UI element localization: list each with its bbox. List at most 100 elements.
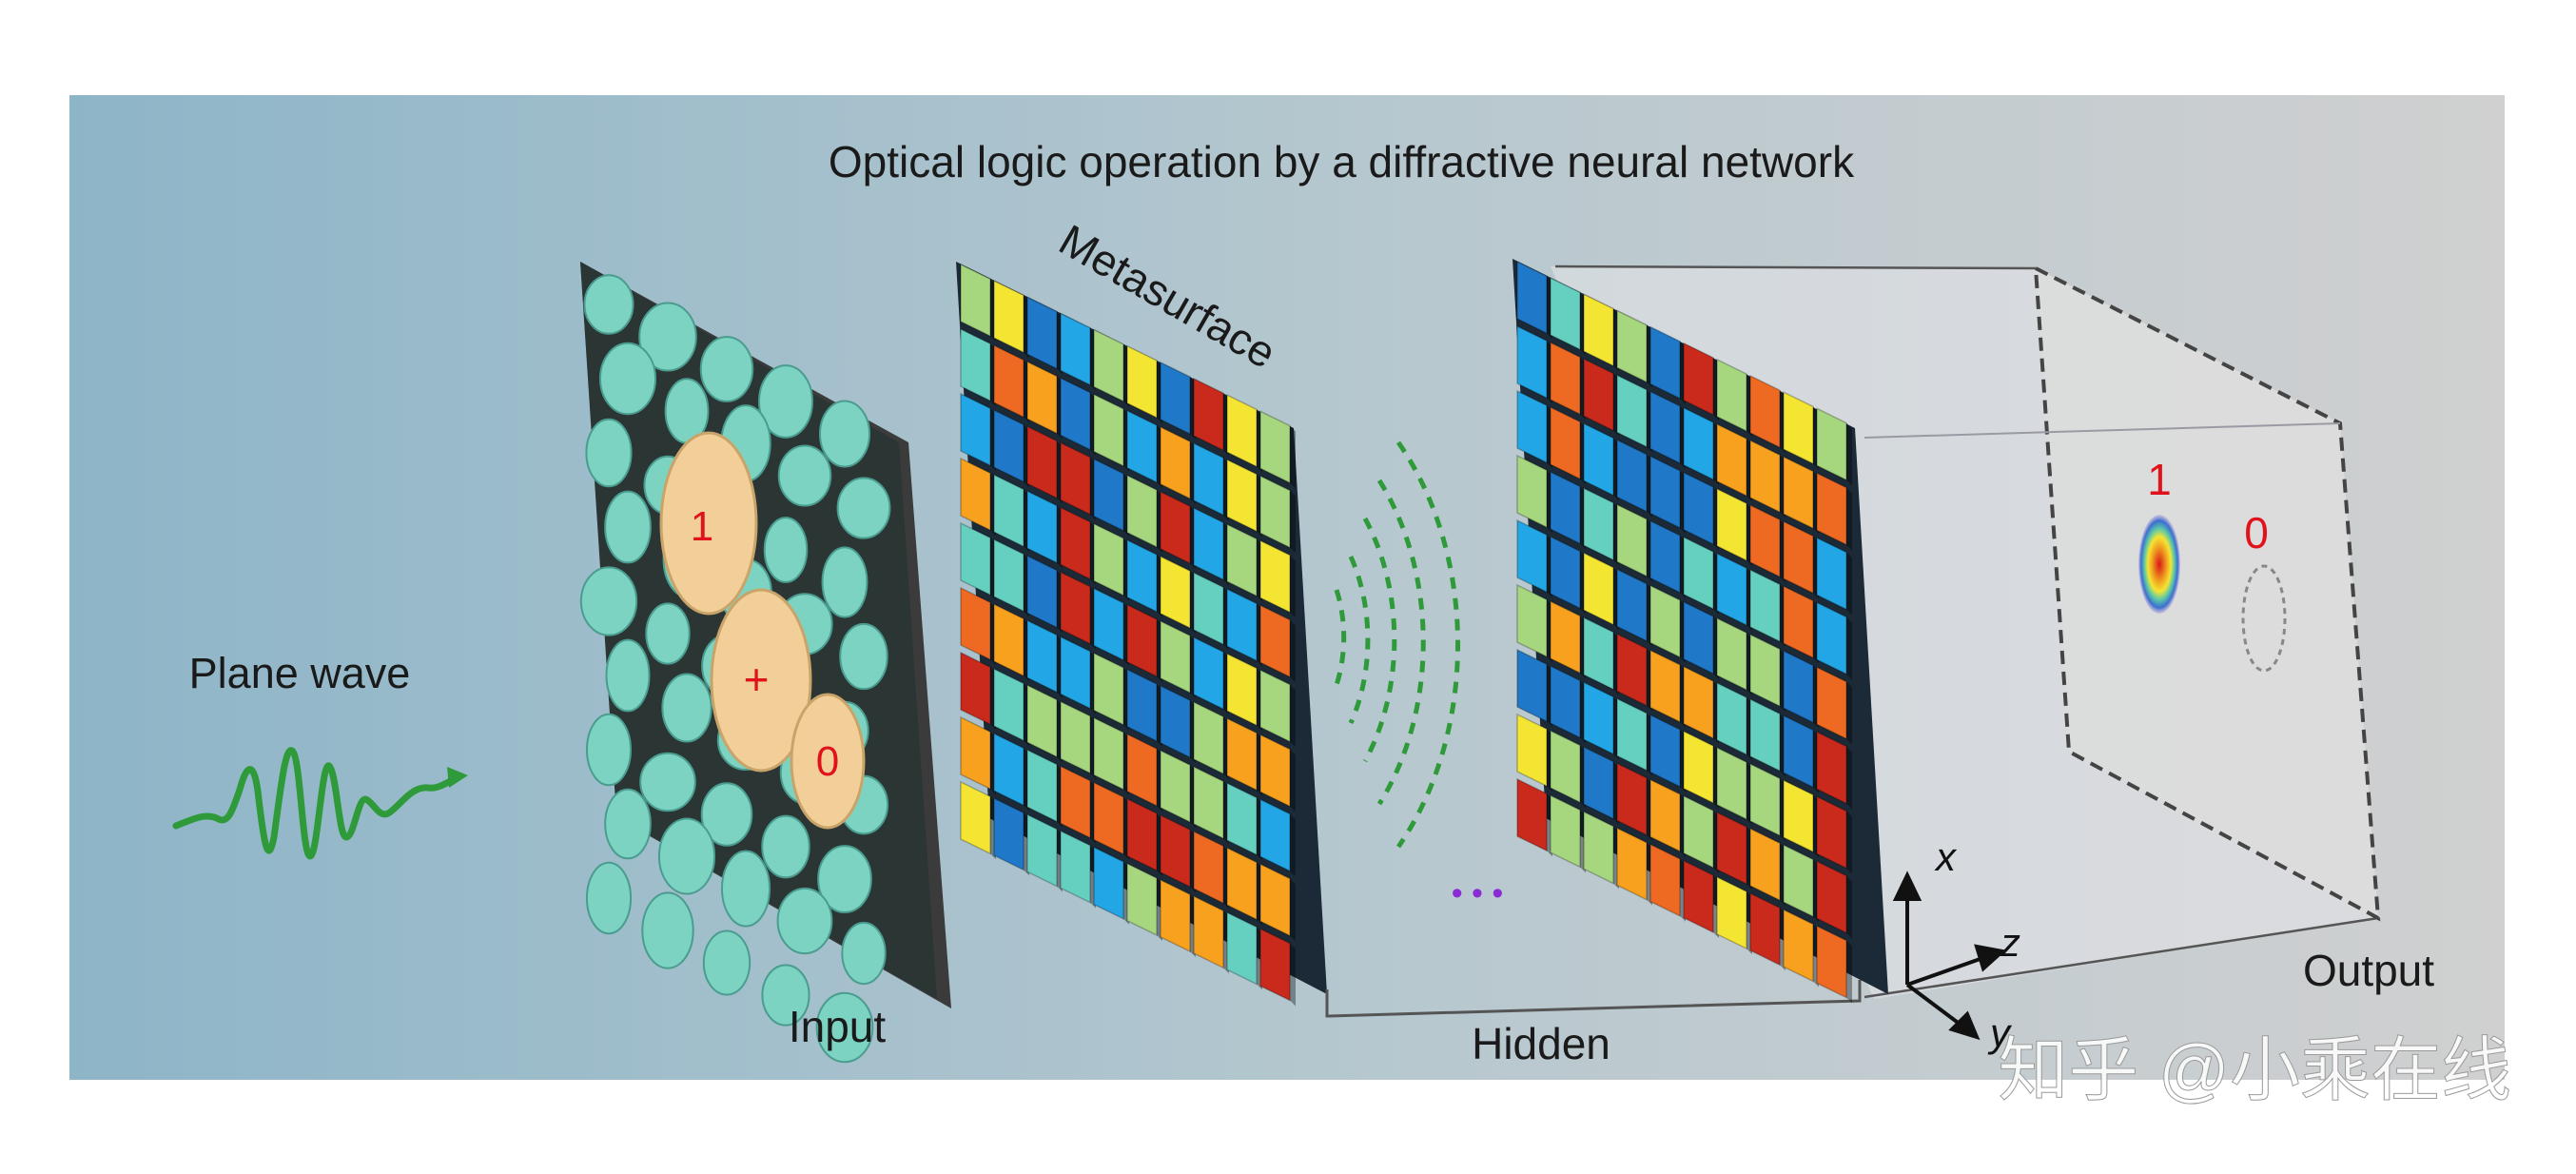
- metasurface-tile: [960, 392, 991, 467]
- metasurface-tile: [1226, 716, 1258, 792]
- input-cell: [839, 622, 888, 691]
- metasurface-tile: [993, 279, 1025, 354]
- metasurface-tile: [1616, 309, 1648, 383]
- metasurface-tile: [1583, 616, 1614, 691]
- input-cell: [836, 477, 891, 539]
- metasurface-tile: [1193, 441, 1224, 517]
- output-spot-0: [2241, 564, 2287, 673]
- plane-wave-label: Plane wave: [189, 649, 411, 697]
- metasurface-tile: [1060, 765, 1091, 839]
- metasurface-tile: [1783, 649, 1814, 724]
- output-label-0: 0: [2244, 508, 2269, 558]
- input-cell: [841, 921, 887, 986]
- metasurface-tile: [1550, 793, 1581, 869]
- input-cell: [720, 850, 771, 928]
- metasurface-tile: [960, 457, 991, 532]
- metasurface-tile-shadow: [1846, 552, 1852, 616]
- metasurface-tile: [1550, 341, 1581, 416]
- metasurface-tile: [1649, 714, 1681, 788]
- metasurface-tile: [1616, 762, 1648, 836]
- input-cell: [776, 887, 833, 955]
- metasurface-tile: [1616, 697, 1648, 772]
- metasurface-tile: [1716, 681, 1747, 756]
- metasurface-tile: [1783, 519, 1814, 595]
- metasurface-tile: [1550, 276, 1581, 351]
- metasurface-tile: [1816, 472, 1847, 546]
- metasurface-tile: [1093, 522, 1124, 597]
- metasurface-tile: [1026, 619, 1058, 694]
- metasurface-tile: [1093, 393, 1124, 467]
- diffraction-waves: [1334, 440, 1461, 849]
- metasurface-tile: [993, 667, 1025, 742]
- metasurface-tile: [1783, 714, 1814, 789]
- input-cell: [638, 302, 697, 372]
- metasurface-tile: [993, 408, 1025, 483]
- metasurface-tile: [1816, 601, 1847, 675]
- metasurface-tile: [1616, 374, 1648, 448]
- metasurface-tile: [1259, 798, 1291, 872]
- input-cell: [639, 752, 696, 812]
- metasurface-tile: [1616, 633, 1648, 707]
- metasurface-tile: [1683, 536, 1714, 611]
- metasurface-tile: [1026, 684, 1058, 758]
- metasurface-tile: [1716, 552, 1747, 627]
- metasurface-tile-shadow: [1290, 878, 1296, 942]
- input-cell: [645, 602, 691, 665]
- metasurface-tile: [993, 732, 1025, 807]
- metasurface-tile: [1749, 633, 1781, 708]
- input-highlight-1: [659, 431, 758, 616]
- input-cell: [583, 274, 634, 335]
- metasurface-tile: [1226, 652, 1258, 727]
- metasurface-tile: [1716, 358, 1747, 433]
- metasurface-tile: [1193, 765, 1224, 840]
- metasurface-tile: [1516, 713, 1548, 788]
- metasurface-tile: [1226, 781, 1258, 856]
- metasurface-tile: [1550, 599, 1581, 675]
- metasurface-tile-shadow: [1290, 943, 1296, 1007]
- metasurface-tile: [1026, 296, 1058, 370]
- metasurface-tile: [960, 327, 991, 402]
- metasurface-tile: [1583, 552, 1614, 626]
- metasurface-tile: [1193, 506, 1224, 581]
- metasurface-tile: [1226, 522, 1258, 597]
- metasurface-tile: [1683, 859, 1714, 934]
- metasurface-tile: [1583, 293, 1614, 367]
- input-cell: [817, 845, 872, 913]
- metasurface-tile: [1026, 813, 1058, 888]
- metasurface-tile: [993, 602, 1025, 677]
- metasurface-tile: [993, 343, 1025, 419]
- metasurface-tile: [1516, 777, 1548, 852]
- metasurface-tile: [1583, 811, 1614, 885]
- metasurface-tile: [1683, 406, 1714, 481]
- metasurface-tile: [1516, 260, 1548, 335]
- metasurface-tile: [1683, 794, 1714, 870]
- metasurface-tile: [1550, 405, 1581, 480]
- metasurface-tile: [1783, 908, 1814, 983]
- input-label-plus: +: [744, 655, 770, 704]
- metasurface-tile: [1126, 538, 1158, 614]
- metasurface-tile: [1126, 344, 1158, 420]
- metasurface-tile: [1093, 587, 1124, 661]
- metasurface-tile: [1060, 441, 1091, 516]
- metasurface-tile: [1816, 537, 1847, 611]
- hidden-dots: • • •: [1452, 875, 1504, 911]
- metasurface-tile-shadow: [1290, 813, 1296, 877]
- metasurface-tile: [1160, 361, 1191, 436]
- metasurface-tile: [1259, 669, 1291, 743]
- metasurface-tile: [1749, 503, 1781, 578]
- metasurface-tile: [1060, 571, 1091, 645]
- metasurface-tile: [1616, 568, 1648, 642]
- metasurface-tile: [1816, 731, 1847, 805]
- metasurface-tile: [1259, 410, 1291, 484]
- input-cell: [761, 814, 810, 879]
- metasurface-tile: [1716, 746, 1747, 821]
- metasurface-tile: [1816, 795, 1847, 870]
- metasurface-tile: [1683, 665, 1714, 740]
- metasurface-tile: [1749, 827, 1781, 902]
- input-cell: [605, 638, 651, 713]
- metasurface-tile: [1749, 891, 1781, 967]
- metasurface-tile: [960, 521, 991, 597]
- metasurface-tile: [1126, 733, 1158, 808]
- input-cell: [821, 546, 868, 618]
- metasurface-tile: [1193, 830, 1224, 905]
